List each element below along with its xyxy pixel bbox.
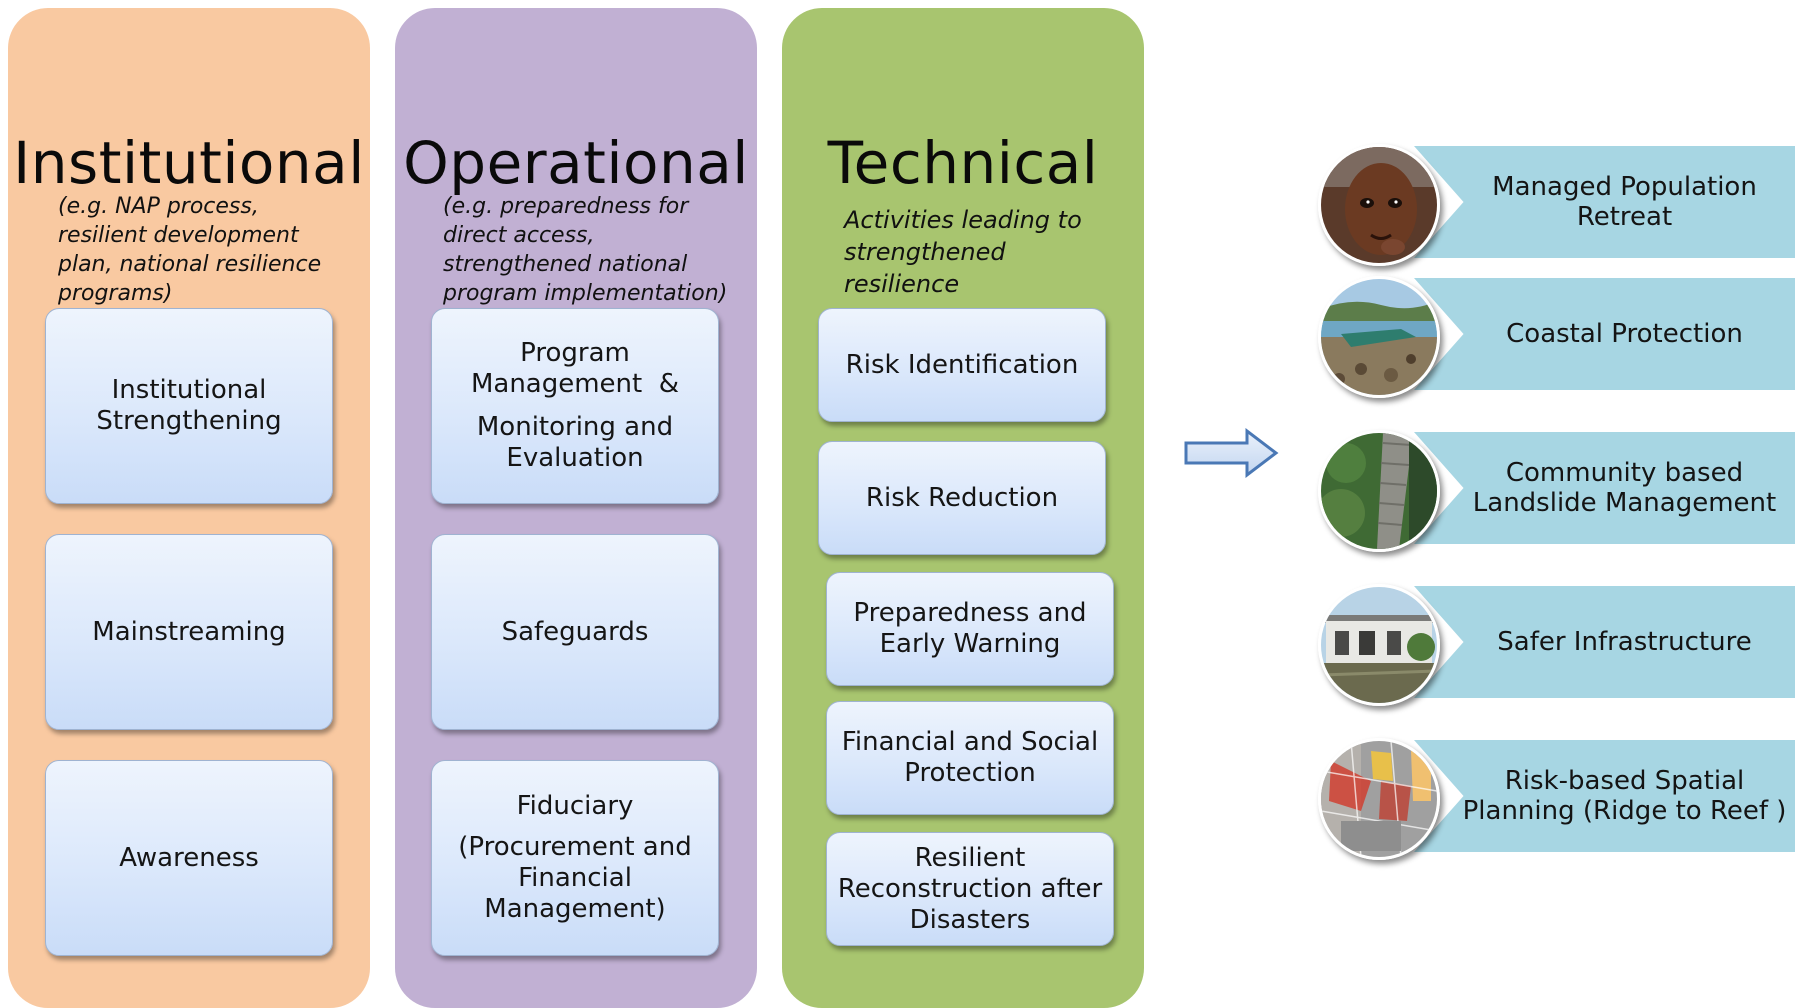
box-line: Monitoring and — [476, 412, 674, 442]
box-line: Financial — [518, 863, 632, 893]
outcome-line: Safer Infrastructure — [1497, 627, 1752, 657]
box-line: Early Warning — [879, 629, 1061, 659]
outcome-line: Landslide Management — [1472, 488, 1777, 518]
institutional-title: Institutional — [13, 129, 365, 197]
child-face-photo-icon — [1318, 144, 1440, 266]
operational-column: Operational (e.g. preparedness for direc… — [395, 8, 757, 1008]
hazard-map-photo-icon — [1318, 738, 1440, 860]
outcome-label: Safer Infrastructure — [1414, 586, 1795, 698]
box-line: Management & — [470, 369, 680, 399]
box-line: Strengthening — [96, 406, 282, 436]
technical-column: Technical Activities leading to strength… — [782, 8, 1144, 1008]
box-line: Fiduciary — [516, 791, 634, 821]
operational-title: Operational — [403, 129, 749, 197]
box-line: Preparedness and — [853, 598, 1087, 628]
box-line: Risk Identification — [845, 349, 1079, 380]
coastline-photo-icon — [1318, 276, 1440, 398]
outcome-coastal-protection: Coastal Protection — [1318, 276, 1795, 398]
flooded-house-photo-icon — [1318, 584, 1440, 706]
landslide-wall-photo-icon — [1318, 430, 1440, 552]
box-line: Awareness — [119, 842, 259, 873]
box-line: Reconstruction after — [837, 873, 1103, 904]
awareness-box: Awareness — [45, 760, 333, 956]
safeguards-box: Safeguards — [431, 534, 719, 730]
box-line: Financial and Social — [841, 727, 1099, 757]
outcome-line: Risk-based Spatial — [1504, 766, 1745, 796]
outcome-line: Managed Population — [1492, 172, 1757, 202]
outcome-label: Coastal Protection — [1414, 278, 1795, 390]
box-line: Resilient — [914, 842, 1026, 873]
mainstreaming-box: Mainstreaming — [45, 534, 333, 730]
outcome-line: Planning (Ridge to Reef ) — [1462, 796, 1787, 826]
box-line: (Procurement and — [458, 832, 692, 862]
outcome-safer-infrastructure: Safer Infrastructure — [1318, 584, 1795, 706]
risk-identification-box: Risk Identification — [818, 308, 1106, 422]
institutional-subtitle: (e.g. NAP process, resilient development… — [58, 194, 322, 306]
box-line: Evaluation — [506, 443, 644, 473]
box-line: Risk Reduction — [865, 482, 1059, 513]
technical-title: Technical — [827, 129, 1099, 197]
technical-subtitle: Activities leading to strengthened resil… — [844, 206, 1082, 298]
outcome-line: Coastal Protection — [1506, 319, 1743, 349]
outcome-line: Community based — [1505, 458, 1744, 488]
operational-subtitle: (e.g. preparedness for direct access, st… — [443, 194, 728, 306]
risk-reduction-box: Risk Reduction — [818, 441, 1106, 555]
box-line: Institutional — [111, 375, 267, 405]
box-line: Program — [520, 338, 630, 368]
box-line: Management) — [484, 894, 666, 924]
right-arrow-icon — [1183, 427, 1279, 482]
institutional-column: Institutional (e.g. NAP process, resilie… — [8, 8, 370, 1008]
box-line: Safeguards — [501, 616, 649, 647]
box-line: Mainstreaming — [92, 616, 286, 647]
outcome-line: Retreat — [1576, 202, 1673, 232]
box-line: Disasters — [909, 904, 1031, 935]
box-line: Protection — [904, 758, 1036, 788]
